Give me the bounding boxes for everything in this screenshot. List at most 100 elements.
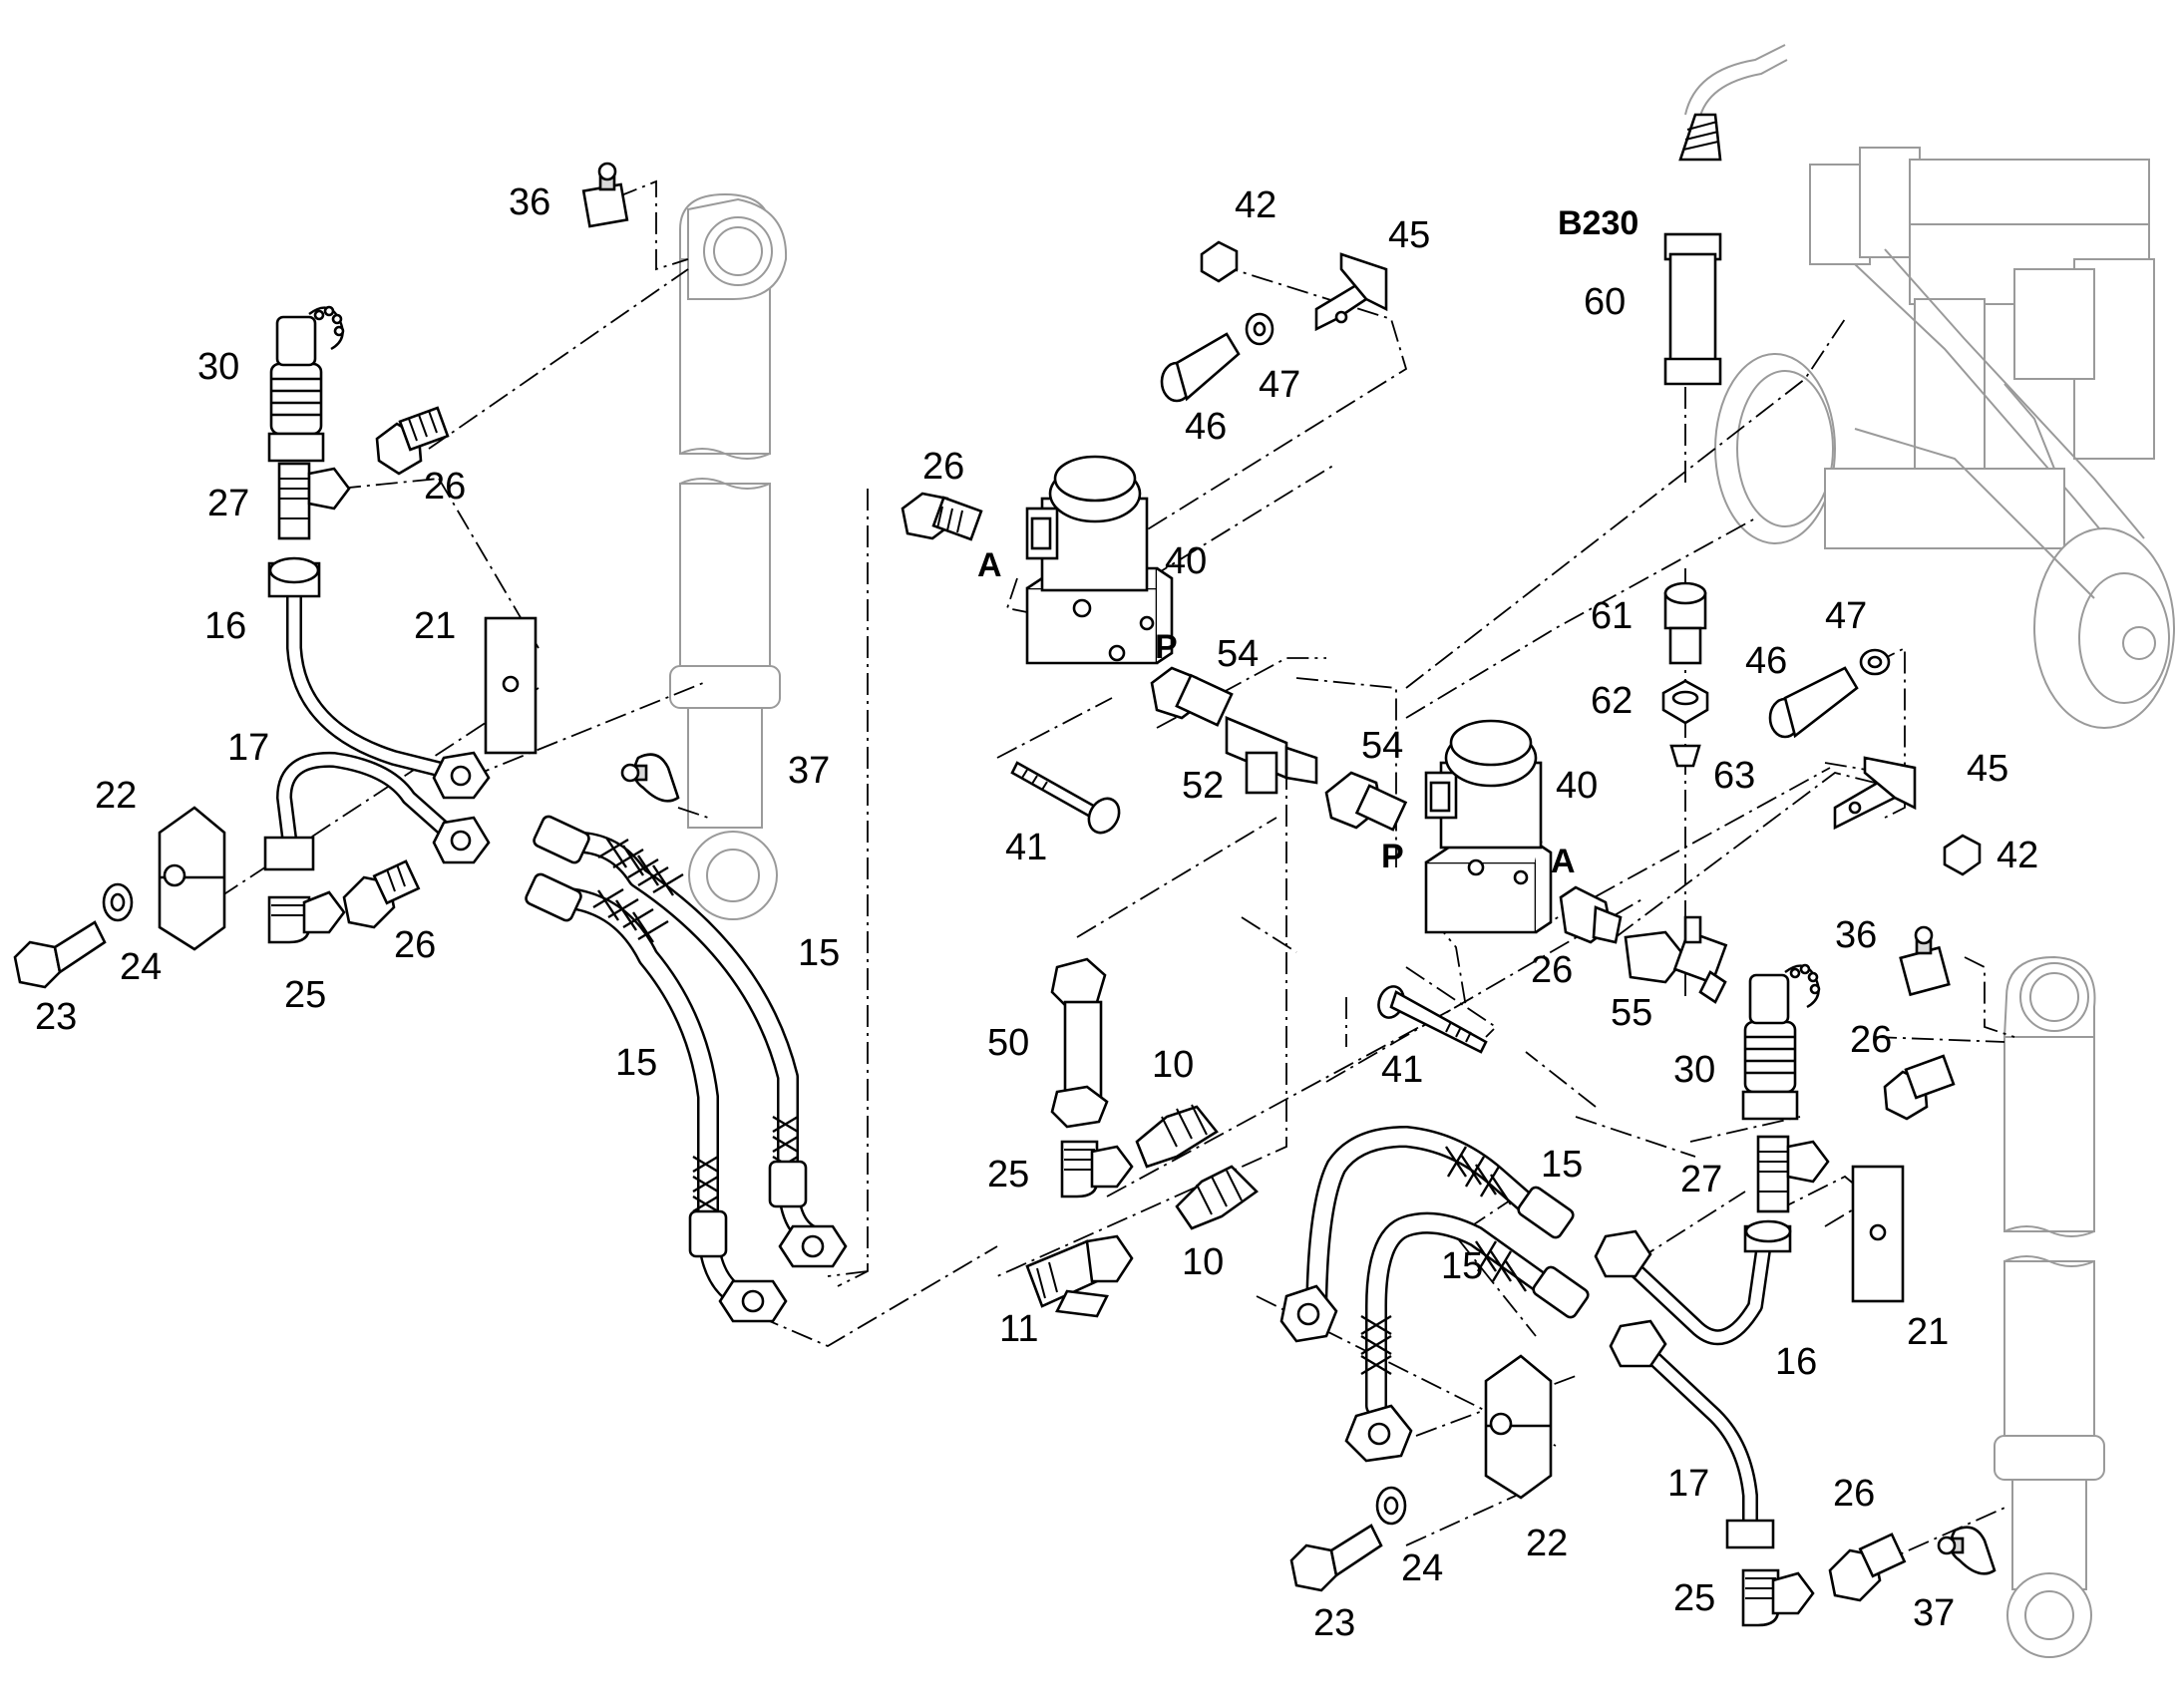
label-24-left: 24 xyxy=(120,946,162,988)
clamp-22-left xyxy=(158,806,226,951)
bolt-23-right xyxy=(1289,1524,1383,1592)
label-45-top: 45 xyxy=(1388,214,1430,256)
sensor-60 xyxy=(1663,232,1722,386)
quick-coupler-30-left xyxy=(267,305,345,463)
clamp-plate-21-right xyxy=(1851,1165,1905,1303)
label-26-valve: 26 xyxy=(922,446,964,488)
label-25-right: 25 xyxy=(1673,1577,1715,1619)
label-46-right: 46 xyxy=(1745,640,1787,682)
label-62: 62 xyxy=(1591,680,1633,722)
adapter-26-valve-a-right xyxy=(1559,885,1623,944)
label-10-lower: 10 xyxy=(1182,1241,1224,1283)
label-16-right: 16 xyxy=(1775,1341,1817,1383)
label-17-left: 17 xyxy=(227,727,269,769)
label-21-right: 21 xyxy=(1907,1311,1949,1353)
label-37-right: 37 xyxy=(1913,1592,1955,1634)
label-11: 11 xyxy=(999,1308,1038,1350)
adapter-26-right-bottom xyxy=(1828,1533,1907,1602)
label-26-left-bottom: 26 xyxy=(394,924,436,966)
pipe-16-right xyxy=(1594,1219,1792,1346)
nut-42-top xyxy=(1200,240,1239,283)
washer-47-right xyxy=(1859,648,1891,676)
plug-63 xyxy=(1669,744,1701,768)
tee-fitting-27-right xyxy=(1756,1135,1830,1213)
label-30-left: 30 xyxy=(197,346,239,388)
label-42-right: 42 xyxy=(1997,835,2038,876)
port-p-left: P xyxy=(1155,628,1178,666)
clamp-22-right xyxy=(1484,1354,1553,1500)
tee-52 xyxy=(1225,716,1318,795)
pipe-17-left xyxy=(263,751,491,871)
label-24-right: 24 xyxy=(1401,1547,1443,1589)
port-a-right: A xyxy=(1551,843,1576,880)
label-26-left-top: 26 xyxy=(424,466,466,508)
grease-nipple-36-left xyxy=(581,162,629,228)
screw-46-right xyxy=(1768,666,1859,739)
label-47-right: 47 xyxy=(1825,595,1867,637)
label-22-left: 22 xyxy=(95,775,137,817)
label-21-left: 21 xyxy=(414,605,456,647)
label-15-left-a: 15 xyxy=(798,932,840,974)
washer-24-left xyxy=(102,882,134,922)
left-cylinder-ghost xyxy=(669,192,788,920)
tee-55 xyxy=(1624,915,1728,1004)
label-40-left: 40 xyxy=(1165,540,1207,582)
screw-41-right xyxy=(1377,985,1488,1054)
adapter-10-upper xyxy=(1135,1104,1219,1169)
label-15-right-b: 15 xyxy=(1441,1245,1483,1287)
label-10-upper: 10 xyxy=(1152,1044,1194,1086)
elbow-25-center xyxy=(1060,1140,1134,1198)
port-labels: A P P A xyxy=(977,546,1576,880)
label-23-right: 23 xyxy=(1313,1602,1355,1644)
washer-24-right xyxy=(1375,1486,1407,1526)
part-labels: 36 30 26 27 16 21 17 22 37 23 24 25 26 1… xyxy=(35,181,2038,1644)
nut-62 xyxy=(1661,679,1709,725)
bolt-23-left xyxy=(13,920,107,989)
machine-frame-ghost xyxy=(1684,44,2175,729)
solenoid-valve-40-left xyxy=(1025,455,1174,665)
adapter-26-left-top xyxy=(375,406,450,476)
label-45-right: 45 xyxy=(1967,748,2008,790)
label-37-left: 37 xyxy=(788,750,830,792)
label-54-left: 54 xyxy=(1217,633,1259,675)
solenoid-valve-40-right xyxy=(1424,719,1553,934)
label-30-right: 30 xyxy=(1673,1049,1715,1091)
sleeve-61 xyxy=(1663,581,1707,665)
label-40-right: 40 xyxy=(1556,765,1598,807)
label-42-top: 42 xyxy=(1235,184,1276,226)
label-15-right-a: 15 xyxy=(1541,1144,1583,1186)
pipe-17-right xyxy=(1609,1319,1775,1549)
grease-nipple-36-right xyxy=(1899,925,1951,997)
nut-42-right xyxy=(1943,834,1982,876)
pipe-16-left xyxy=(267,556,491,800)
clamp-plate-21-left xyxy=(484,616,538,755)
label-41-right: 41 xyxy=(1381,1049,1423,1091)
label-61: 61 xyxy=(1591,595,1633,637)
label-60: 60 xyxy=(1584,281,1626,323)
label-17-right: 17 xyxy=(1667,1463,1709,1505)
label-25-center: 25 xyxy=(987,1154,1029,1196)
hose-15-fittings-right xyxy=(1279,1186,1590,1463)
right-cylinder-ghost xyxy=(1994,955,2105,1658)
adapter-26-left-bottom xyxy=(342,859,421,929)
washer-47-top xyxy=(1245,312,1274,346)
label-41-left: 41 xyxy=(1005,827,1047,868)
adapter-26-right-top xyxy=(1883,1054,1956,1121)
label-25-left: 25 xyxy=(284,974,326,1016)
tube-50 xyxy=(1050,957,1109,1129)
adapter-10-lower xyxy=(1175,1165,1260,1230)
label-47-top: 47 xyxy=(1259,364,1300,406)
hose-15-fittings-left xyxy=(525,815,848,1323)
label-22-right: 22 xyxy=(1526,1523,1568,1564)
label-26-right-top: 26 xyxy=(1850,1019,1892,1061)
cable-connector-b230 xyxy=(1678,113,1722,162)
label-36-left: 36 xyxy=(509,181,550,223)
grease-nipple-37-right xyxy=(1937,1526,1997,1575)
hose-15-lower-left xyxy=(543,886,759,1312)
bracket-45-right xyxy=(1833,756,1917,831)
elbow-25-left xyxy=(267,890,346,944)
label-50: 50 xyxy=(987,1022,1029,1064)
label-55: 55 xyxy=(1611,992,1652,1034)
label-46-top: 46 xyxy=(1185,406,1227,448)
